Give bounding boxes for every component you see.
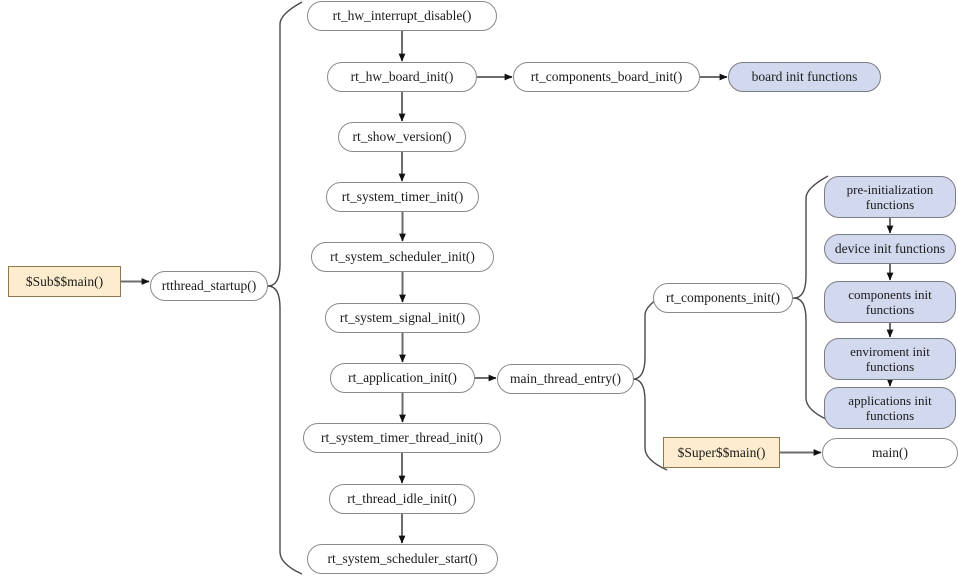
node-rt_show_version[interactable]: rt_show_version() (338, 122, 466, 152)
node-rt_system_signal_init[interactable]: rt_system_signal_init() (325, 303, 480, 333)
node-pre_initialization[interactable]: pre-initialization functions (824, 176, 956, 218)
node-main[interactable]: main() (822, 438, 958, 468)
node-rt_system_scheduler_init[interactable]: rt_system_scheduler_init() (311, 242, 494, 272)
brace-main-entry (632, 292, 668, 471)
node-rt_components_board_init[interactable]: rt_components_board_init() (513, 62, 700, 92)
node-super_main[interactable]: $Super$$main() (663, 437, 780, 468)
node-sub_main[interactable]: $Sub$$main() (8, 266, 121, 297)
node-rt_system_timer_init[interactable]: rt_system_timer_init() (326, 182, 479, 212)
brace-components (793, 175, 829, 421)
node-device_init[interactable]: device init functions (824, 234, 956, 264)
node-rt_hw_board_init[interactable]: rt_hw_board_init() (327, 62, 477, 92)
node-applications_init[interactable]: applications init functions (824, 387, 956, 429)
node-main_thread_entry[interactable]: main_thread_entry() (497, 364, 634, 394)
node-rt_application_init[interactable]: rt_application_init() (330, 363, 475, 393)
node-rt_components_init[interactable]: rt_components_init() (653, 283, 793, 313)
node-rt_system_scheduler_start[interactable]: rt_system_scheduler_start() (307, 544, 498, 574)
node-rt_thread_idle_init[interactable]: rt_thread_idle_init() (329, 484, 475, 514)
node-board_init_functions[interactable]: board init functions (728, 62, 881, 92)
node-rtthread_startup[interactable]: rtthread_startup() (150, 271, 268, 301)
brace-startup (267, 1, 303, 575)
node-rt_system_timer_thread_init[interactable]: rt_system_timer_thread_init() (303, 423, 501, 453)
node-components_init[interactable]: components init functions (824, 281, 956, 323)
node-enviroment_init[interactable]: enviroment init functions (824, 338, 956, 380)
node-rt_hw_interrupt_disable[interactable]: rt_hw_interrupt_disable() (307, 1, 497, 31)
